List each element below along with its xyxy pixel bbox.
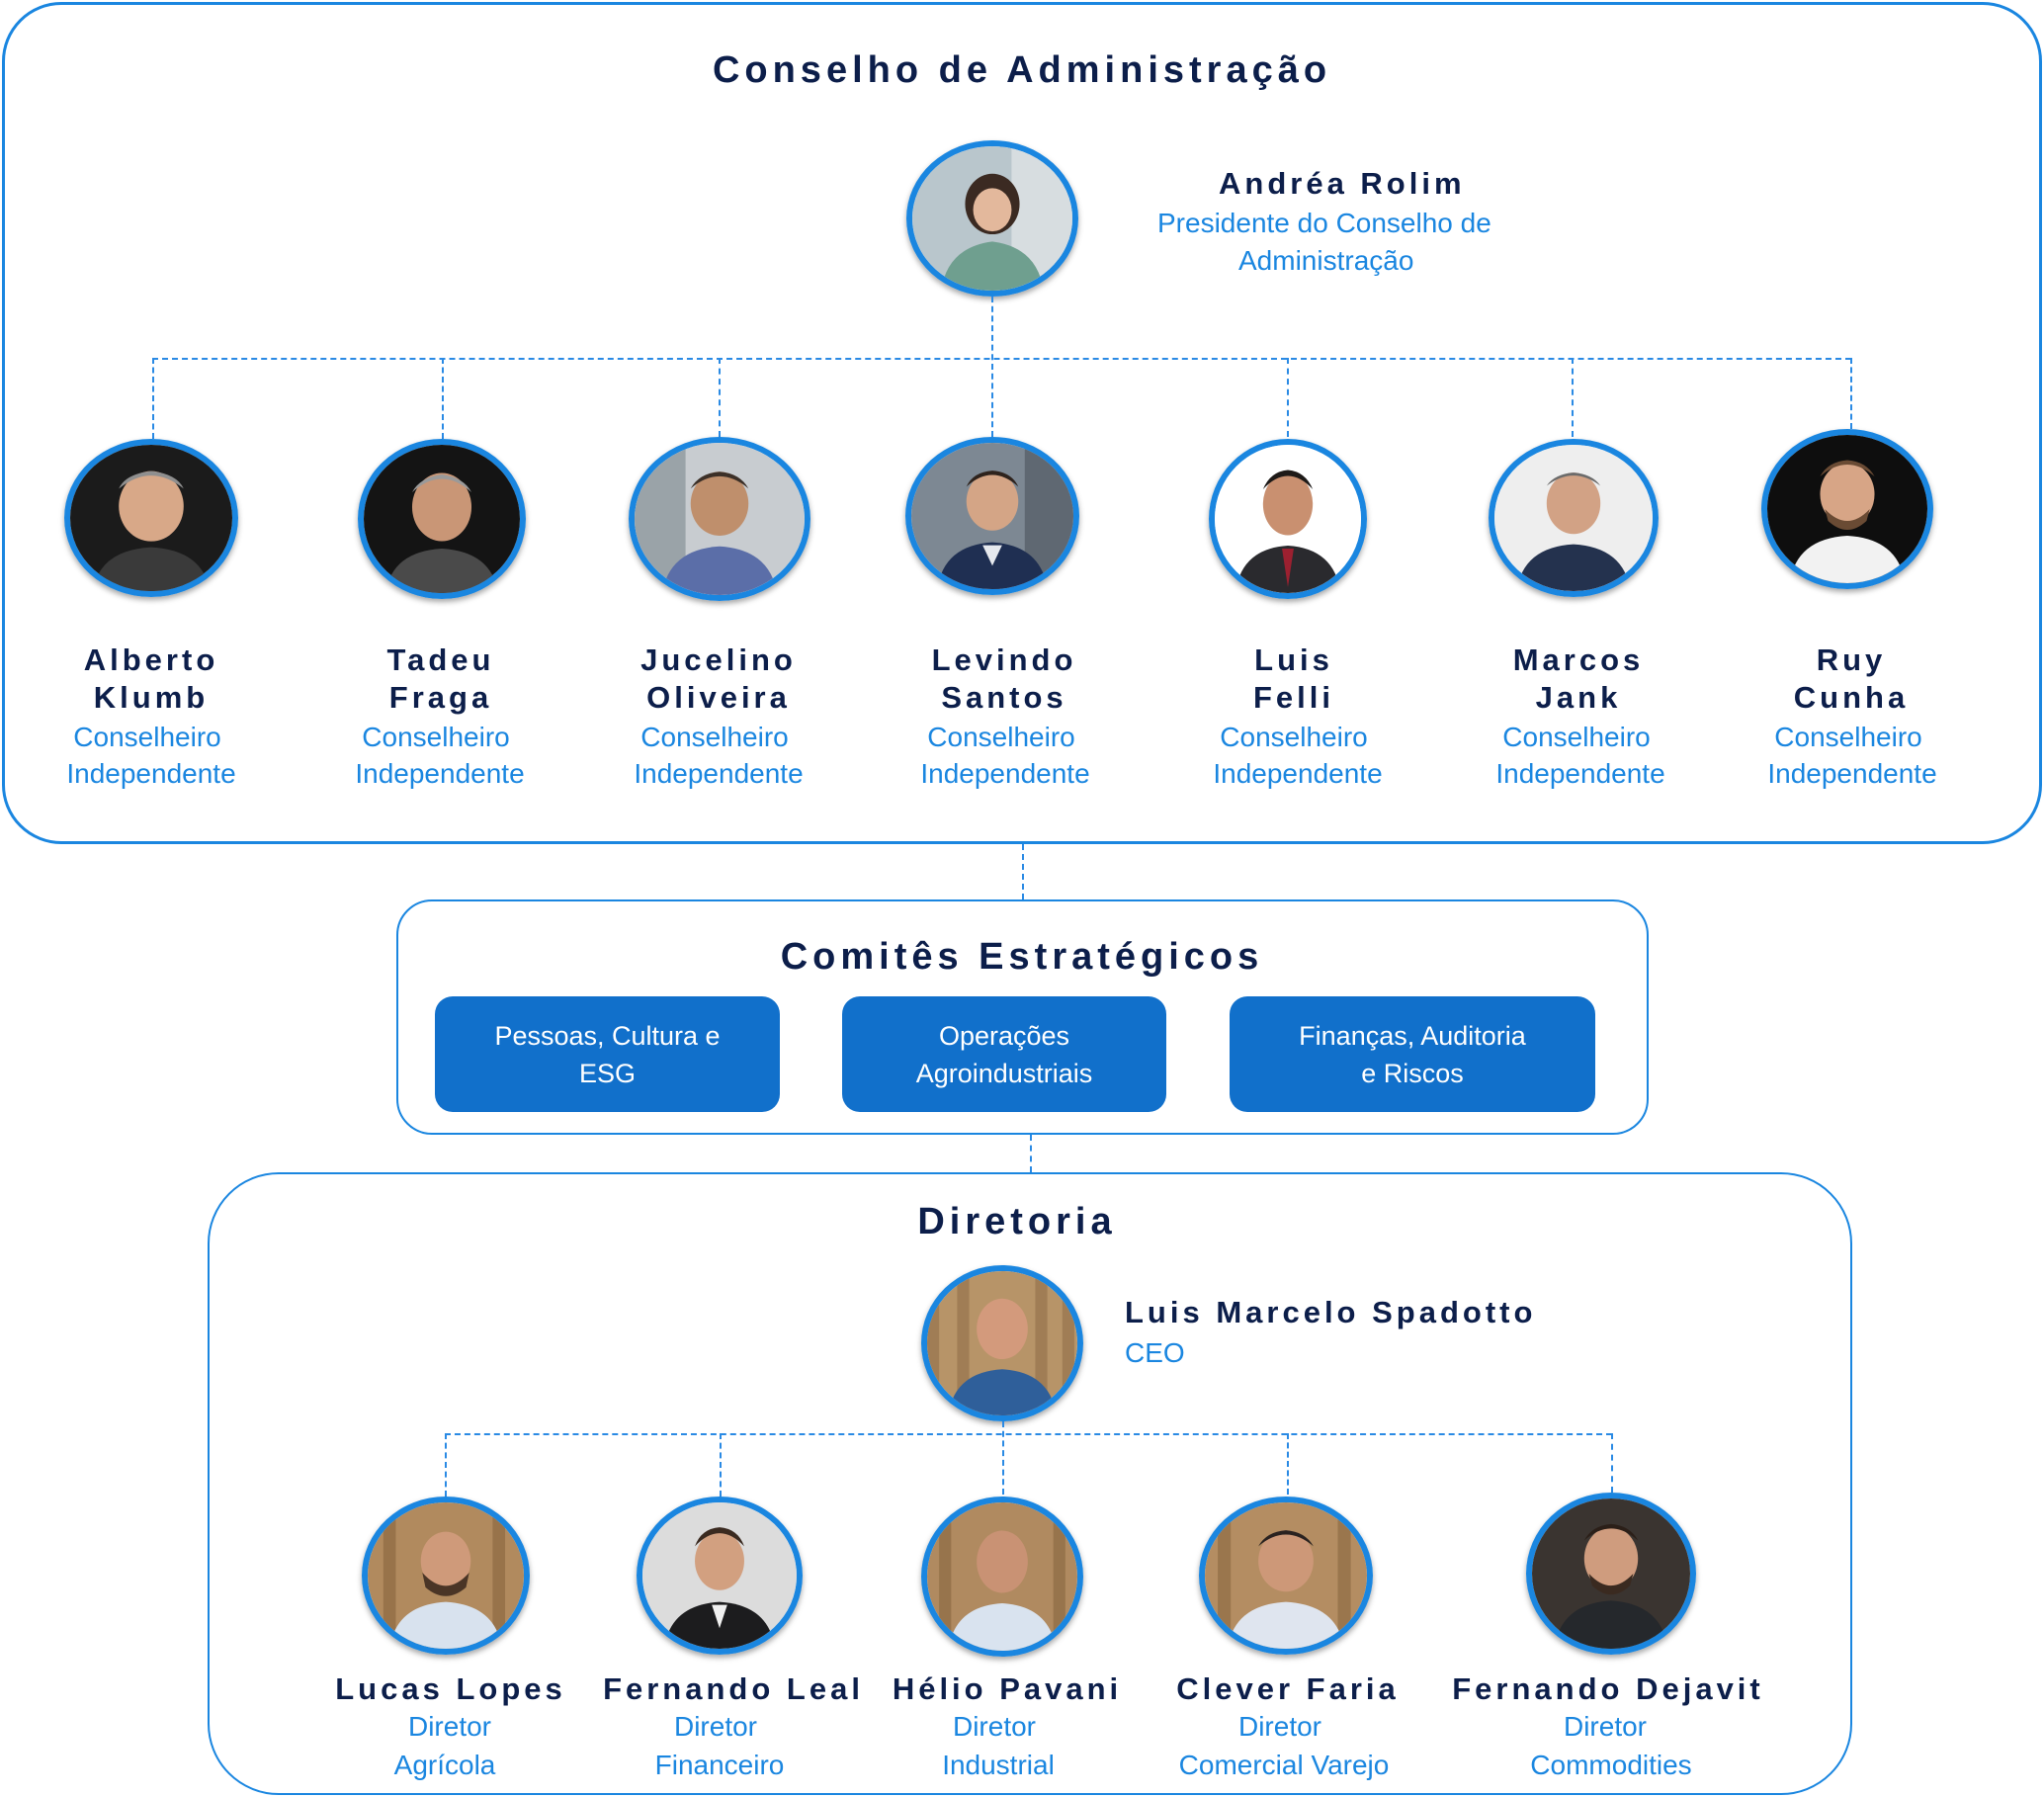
committees-title: Comitês Estratégicos — [780, 936, 1264, 978]
member-role-line2: Independente — [1213, 758, 1383, 789]
member-role-line2: Independente — [1767, 758, 1937, 789]
director-photo-clever — [1199, 1497, 1373, 1655]
director-role-line1: Diretor — [673, 1711, 758, 1742]
committees-to-executive-connector — [1030, 1135, 1032, 1172]
member-last-name: Santos — [941, 680, 1067, 715]
member-role-line1: Conselheiro — [73, 722, 221, 752]
member-role-line1: Conselheiro — [1220, 722, 1368, 752]
member-photo-ruy — [1761, 429, 1933, 589]
member-photo-alberto — [64, 439, 238, 597]
committee-finance-audit-risk[interactable]: Finanças, Auditoria e Riscos — [1230, 996, 1595, 1112]
director-photo-fernando-dejavit — [1526, 1493, 1696, 1655]
member-first-name: Alberto — [83, 642, 219, 677]
member-role-line2: Independente — [355, 758, 525, 789]
chair-role-line1: Presidente do Conselho de — [1157, 208, 1491, 238]
ceo-name: Luis Marcelo Spadotto — [1125, 1295, 1537, 1329]
board-connector-bus — [152, 358, 1851, 360]
member-photo-luis-felli — [1209, 439, 1367, 599]
member-last-name: Jank — [1535, 680, 1622, 715]
board-to-committees-connector — [1022, 844, 1024, 899]
member-last-name: Klumb — [93, 680, 210, 715]
director-role-line2: Financeiro — [654, 1750, 785, 1780]
director-name: Fernando Dejavit — [1452, 1671, 1764, 1706]
member-first-name: Ruy — [1816, 642, 1887, 677]
board-connector-drop — [719, 358, 721, 437]
member-first-name: Tadeu — [386, 642, 495, 677]
committee-people-culture-esg[interactable]: Pessoas, Cultura e ESG — [435, 996, 780, 1112]
member-last-name: Felli — [1252, 680, 1335, 715]
executive-connector-trunk — [1002, 1421, 1004, 1495]
board-title: Conselho de Administração — [712, 49, 1332, 91]
member-first-name: Marcos — [1512, 642, 1645, 677]
member-photo-marcos — [1489, 439, 1659, 597]
member-role-line1: Conselheiro — [1774, 722, 1922, 752]
director-role-line1: Diretor — [1563, 1711, 1648, 1742]
committees-panel — [396, 899, 1649, 1135]
director-role-line2: Commodities — [1530, 1750, 1692, 1780]
board-connector-trunk — [991, 297, 993, 437]
member-role-line2: Independente — [920, 758, 1090, 789]
board-connector-drop — [1572, 358, 1574, 437]
board-connector-drop — [442, 358, 444, 439]
director-name: Hélio Pavani — [892, 1671, 1123, 1706]
director-role-line2: Comercial Varejo — [1178, 1750, 1390, 1780]
director-role-line2: Agrícola — [393, 1750, 496, 1780]
executive-panel — [208, 1172, 1852, 1795]
committee-line1: Finanças, Auditoria — [1299, 1020, 1526, 1051]
member-photo-levindo — [905, 437, 1079, 595]
member-photo-tadeu — [358, 439, 526, 599]
chair-role-line2: Administração — [1238, 245, 1414, 276]
member-role-line1: Conselheiro — [1502, 722, 1651, 752]
member-photo-jucelino — [629, 437, 810, 601]
ceo-photo — [921, 1265, 1083, 1421]
committee-line2: e Riscos — [1361, 1058, 1464, 1088]
committee-line2: ESG — [578, 1058, 637, 1088]
member-role-line1: Conselheiro — [927, 722, 1075, 752]
board-connector-drop — [1850, 358, 1852, 429]
director-role-line1: Diretor — [952, 1711, 1037, 1742]
executive-connector-drop — [445, 1433, 447, 1497]
director-name: Fernando Leal — [603, 1671, 864, 1706]
member-role-line2: Independente — [634, 758, 804, 789]
member-role-line2: Independente — [1495, 758, 1665, 789]
board-connector-drop — [152, 358, 154, 439]
ceo-role: CEO — [1125, 1337, 1185, 1368]
member-first-name: Levindo — [931, 642, 1077, 677]
director-photo-fernando-leal — [637, 1497, 803, 1655]
director-name: Lucas Lopes — [335, 1671, 566, 1706]
chair-photo — [906, 140, 1078, 297]
member-role-line1: Conselheiro — [640, 722, 789, 752]
committee-line1: Operações — [938, 1020, 1070, 1051]
executive-connector-bus — [445, 1433, 1612, 1435]
member-last-name: Fraga — [388, 680, 493, 715]
executive-connector-drop — [1287, 1433, 1289, 1495]
executive-title: Diretoria — [917, 1201, 1117, 1242]
board-panel — [2, 2, 2042, 844]
director-role-line1: Diretor — [407, 1711, 492, 1742]
director-photo-lucas — [362, 1497, 530, 1655]
board-connector-drop — [1287, 358, 1289, 437]
director-photo-helio — [921, 1497, 1083, 1657]
member-role-line1: Conselheiro — [362, 722, 510, 752]
executive-connector-drop — [1611, 1433, 1613, 1493]
member-first-name: Jucelino — [640, 642, 797, 677]
chair-name: Andréa Rolim — [1219, 166, 1466, 201]
director-role-line2: Industrial — [942, 1750, 1055, 1780]
director-name: Clever Faria — [1176, 1671, 1400, 1706]
executive-connector-drop — [720, 1433, 722, 1497]
member-role-line2: Independente — [66, 758, 236, 789]
director-role-line1: Diretor — [1237, 1711, 1322, 1742]
committee-line1: Pessoas, Cultura e — [494, 1020, 721, 1051]
committee-line2: Agroindustriais — [915, 1058, 1093, 1088]
member-first-name: Luis — [1254, 642, 1333, 677]
member-last-name: Cunha — [1793, 680, 1910, 715]
member-last-name: Oliveira — [646, 680, 791, 715]
